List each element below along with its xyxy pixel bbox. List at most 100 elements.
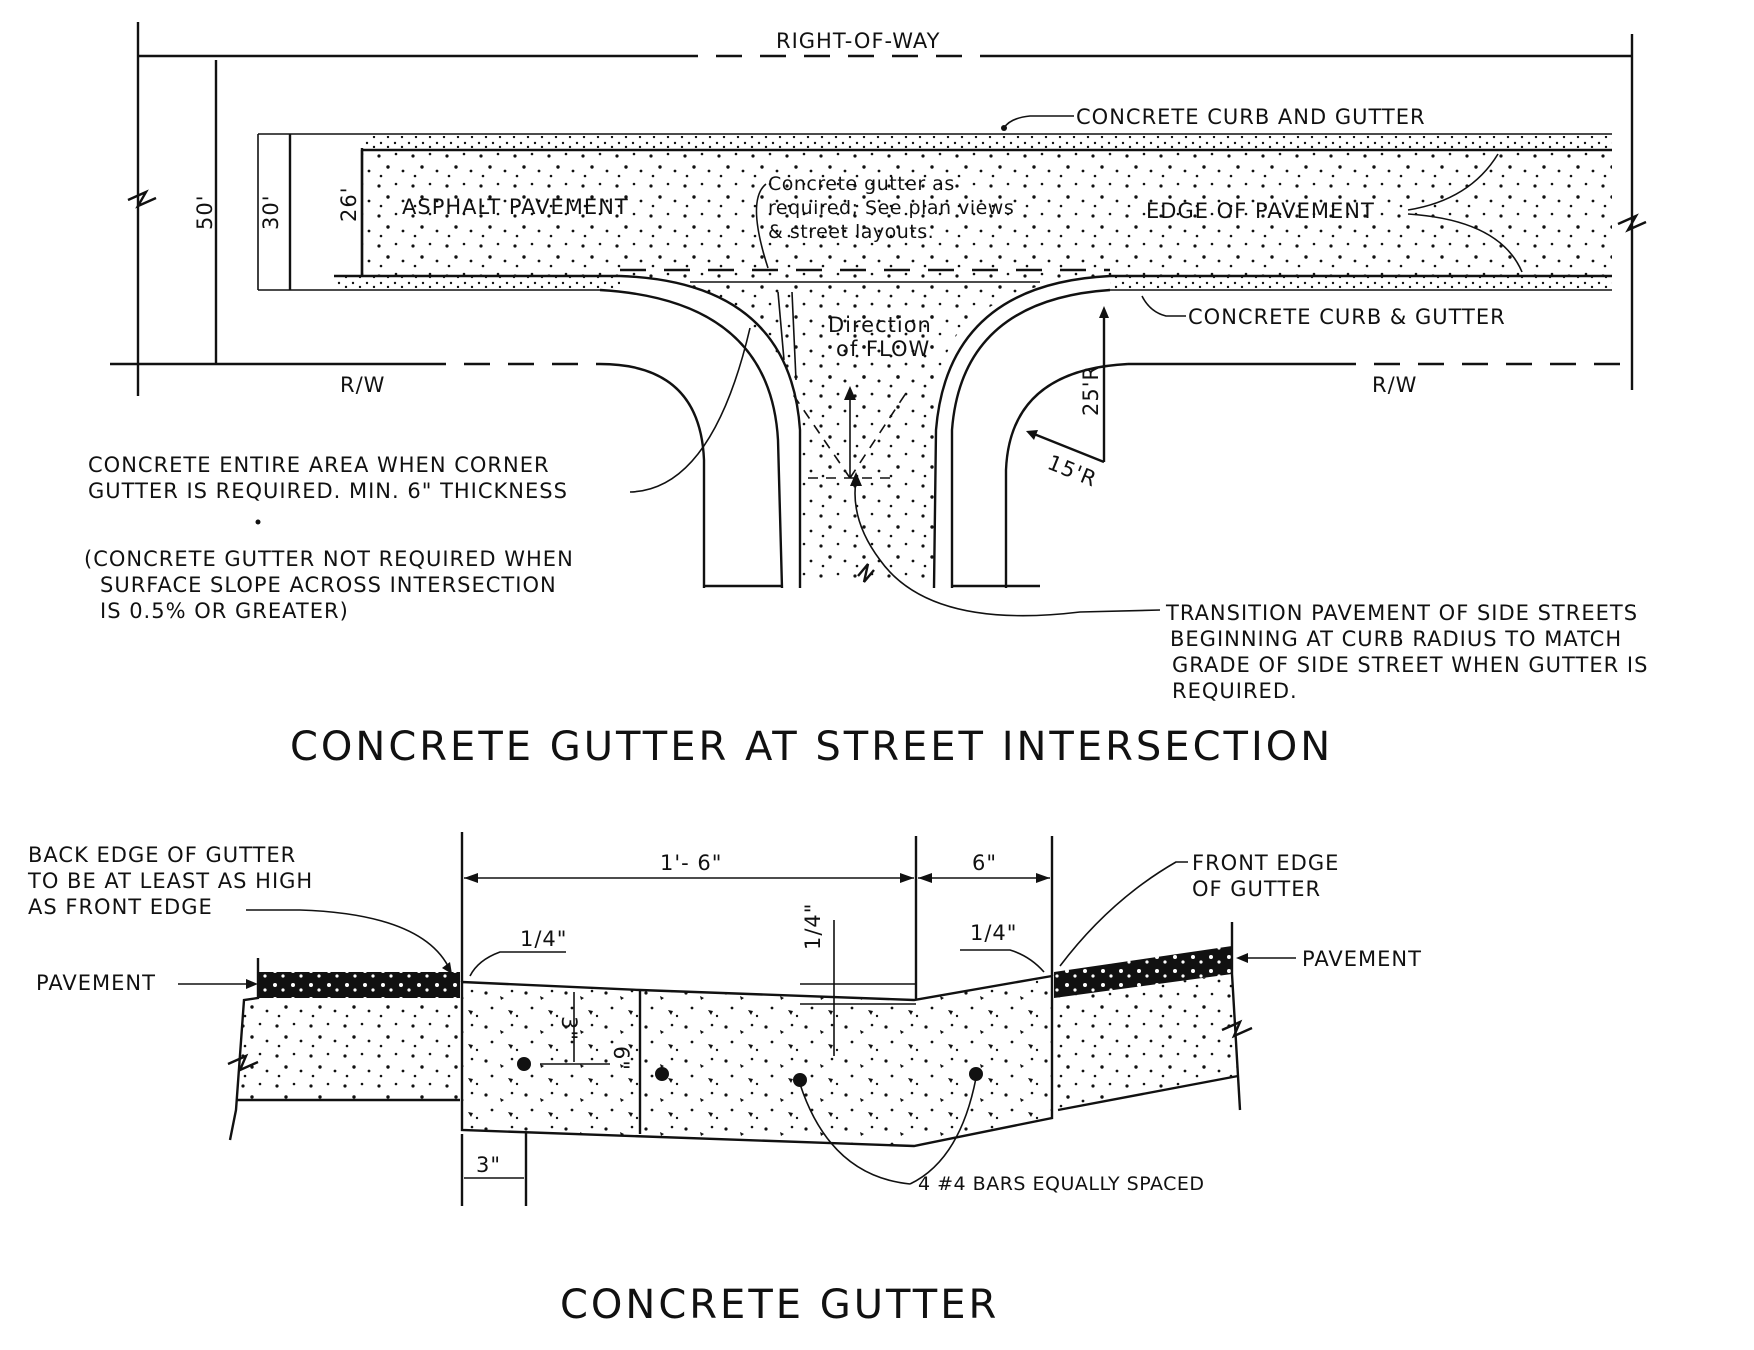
base-right [1054,974,1238,1110]
slope-note-line: IS 0.5% OR GREATER) [100,599,349,623]
pavement-right-label: PAVEMENT [1302,947,1422,971]
back-edge-note-line: TO BE AT LEAST AS HIGH [27,869,313,893]
concrete-area-note-line: GUTTER IS REQUIRED. MIN. 6" THICKNESS [88,479,568,503]
dim-arrowhead [918,873,932,883]
concrete-area-leader [629,327,751,493]
gutter-concrete-body [462,976,1052,1146]
dim-26-label: 26' [337,187,361,223]
gutter-note-line: & street layouts. [768,221,934,243]
transition-note-line: BEGINNING AT CURB RADIUS TO MATCH [1170,627,1622,651]
rw-right-label: R/W [1372,373,1417,397]
break-symbol-left [127,189,157,209]
slope-note-line: (CONCRETE GUTTER NOT REQUIRED WHEN [84,547,574,571]
rw-return-right [1004,362,1129,588]
dim-arrowhead [1036,873,1050,883]
bars-leader [799,1083,911,1185]
pavement-right-arrowhead [1236,953,1248,963]
base-left [236,998,460,1100]
top-curb-fill [362,136,1612,148]
asphalt-pavement-area [362,150,1612,400]
break-symbol-bottom [857,563,875,583]
break-symbol-section-left [227,1053,259,1073]
dim-quarter-left-leader [469,951,566,977]
concrete-corner-area [800,292,934,584]
gutter-note-leader [755,183,769,269]
direction-of-flow-label: of FLOW [836,337,930,361]
right-of-way-label: RIGHT-OF-WAY [776,29,940,53]
radius-15-line [1033,432,1105,464]
right-curb-return-front [932,274,1111,589]
bars-note-label: 4 #4 BARS EQUALLY SPACED [918,1173,1205,1195]
gutter-note-line: Concrete gutter as [768,173,955,195]
break-symbol-right [1617,213,1647,233]
rw-return-left [599,362,706,588]
transition-note-line: REQUIRED. [1172,679,1298,703]
concrete-area-note-line: CONCRETE ENTIRE AREA WHEN CORNER [88,453,550,477]
bottom-curb-fill-right [1110,277,1612,288]
dim-arrowhead [464,873,478,883]
rebar [655,1067,669,1081]
pavement-left-asphalt [258,972,460,998]
dim-quarter-right-label: 1/4" [970,921,1017,945]
edge-of-pavement-leader [1407,213,1523,273]
left-curb-return-front [619,274,802,588]
rw-left-label: R/W [340,373,385,397]
pavement-left-label: PAVEMENT [36,971,156,995]
asphalt-pavement-label: ASPHALT PAVEMENT [402,195,629,219]
dim-arrowhead [900,873,914,883]
pavement-left-arrowhead [246,979,258,989]
back-edge-arrowhead [442,962,452,974]
section-view: 1'- 6" 6" 1/4" 1/4" 1/4" 3" 6" 3" BACK E… [27,832,1422,1328]
plan-title: CONCRETE GUTTER AT STREET INTERSECTION [290,724,1333,770]
dim-quarter-mid-label: 1/4" [801,903,825,950]
curb-gutter-top-leader [1003,115,1074,129]
gutter-flow-line [777,291,785,361]
front-edge-note-line: OF GUTTER [1192,877,1321,901]
dim-6-label: 6" [972,851,997,875]
transition-note-line: GRADE OF SIDE STREET WHEN GUTTER IS [1172,653,1648,677]
transition-note-line: TRANSITION PAVEMENT OF SIDE STREETS [1165,601,1638,625]
dim-quarter-left-label: 1/4" [520,927,567,951]
direction-of-flow-label: Direction [828,313,932,337]
section-title: CONCRETE GUTTER [560,1282,999,1328]
transition-note-arrowhead [850,472,862,486]
slope-note-line: SURFACE SLOPE ACROSS INTERSECTION [100,573,557,597]
base-left-outline [228,958,260,1141]
bottom-curb-fill-left [334,277,620,288]
rebar [517,1057,531,1071]
rebar [969,1067,983,1081]
transition-note-leader [854,479,1161,617]
edge-of-pavement-label: EDGE OF PAVEMENT [1146,199,1375,223]
gutter-flow-line [791,291,797,381]
dim-3-vertical-label: 3" [557,1016,581,1041]
dim-50-label: 50' [193,195,217,231]
pavement-right-asphalt [1054,946,1232,998]
curb-gutter-top-leader-dot [1001,125,1007,131]
dim-quarter-right-leader [960,949,1045,973]
rebar [793,1073,807,1087]
front-edge-note-line: FRONT EDGE [1192,851,1339,875]
left-curb-return-back [599,288,784,589]
right-curb-return-back [950,288,1111,588]
radius-25-label: 25'R [1079,365,1103,416]
base-right-bottom [1057,1074,1239,1112]
front-edge-leader [1059,861,1188,967]
dim-30-label: 30' [259,195,283,231]
bars-leader [909,1077,977,1185]
plan-view: RIGHT-OF-WAY 50' 30' 26' [84,22,1648,770]
back-edge-note-line: BACK EDGE OF GUTTER [28,843,296,867]
flow-arrowhead [844,386,856,400]
curb-gutter-bottom-label: CONCRETE CURB & GUTTER [1188,305,1506,329]
radius-15-arrowhead [1026,430,1038,440]
gutter-outline [460,974,1054,1148]
dim-1-6-label: 1'- 6" [660,851,722,875]
back-edge-note-line: AS FRONT EDGE [28,895,213,919]
break-symbol-section-right [1221,1019,1253,1039]
dim-3-bottom-label: 3" [476,1153,501,1177]
radius-25-arrowhead [1099,306,1109,318]
dim-6-vertical-label: 6" [609,1046,633,1071]
gutter-note-line: required; See plan views [768,197,1014,219]
curb-gutter-top-label: CONCRETE CURB AND GUTTER [1076,105,1426,129]
back-edge-leader [246,909,449,967]
note-bullet [255,519,261,525]
